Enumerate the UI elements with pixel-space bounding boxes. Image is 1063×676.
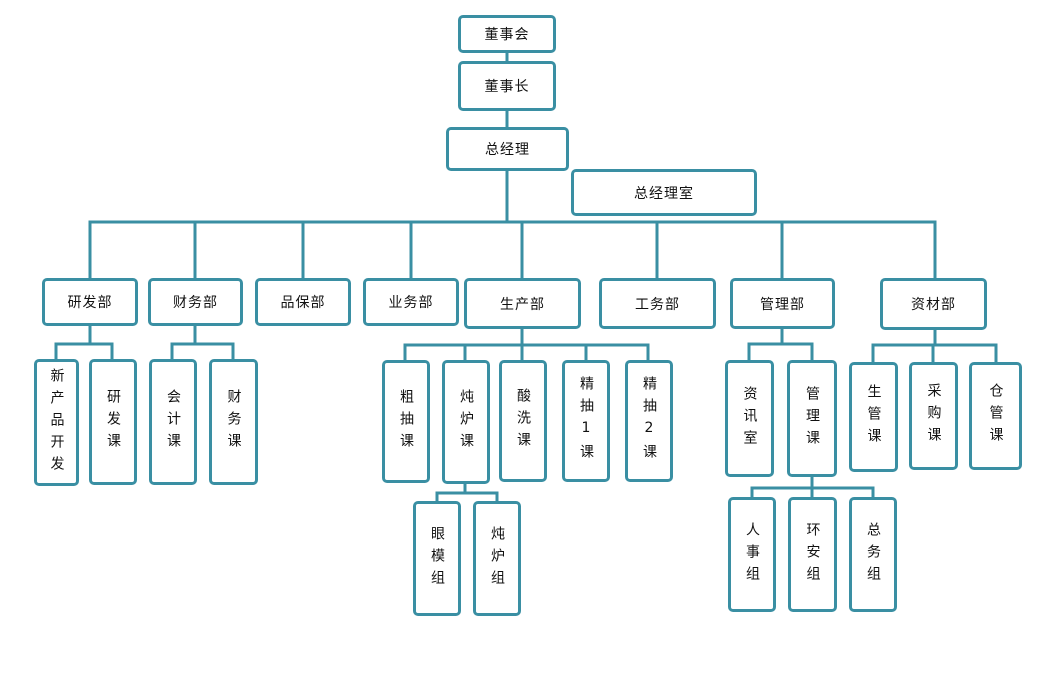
dept-sales-label: 业务部 xyxy=(388,295,434,311)
section-furnace-label: 炖炉课 xyxy=(458,389,474,455)
section-pickling-box: 酸洗课 xyxy=(499,360,547,482)
dept-rd-box: 研发部 xyxy=(42,278,138,326)
group-eye-mold-label: 眼模组 xyxy=(429,525,445,592)
section-finance-label: 财务课 xyxy=(225,389,242,455)
section-prod-control-box: 生管课 xyxy=(849,362,898,472)
dept-rd-label: 研发部 xyxy=(67,295,113,311)
group-furnace-box: 炖炉组 xyxy=(473,501,521,616)
section-accounting-box: 会计课 xyxy=(149,359,197,485)
dept-finance-box: 财务部 xyxy=(148,278,243,326)
group-general-affairs-box: 总务组 xyxy=(849,497,897,612)
group-eye-mold-box: 眼模组 xyxy=(413,501,461,616)
section-mgmt-box: 管理课 xyxy=(787,360,837,477)
gm-office-label: 总经理室 xyxy=(634,185,694,202)
dept-management-label: 管理部 xyxy=(760,296,805,313)
section-accounting-label: 会计课 xyxy=(165,389,181,455)
chairman-box: 董事长 xyxy=(458,61,556,111)
dept-production-box: 生产部 xyxy=(464,278,581,329)
dept-materials-box: 资材部 xyxy=(880,278,987,330)
section-mgmt-label: 管理课 xyxy=(804,385,820,452)
section-rough-draw-label: 粗抽课 xyxy=(398,388,414,455)
dept-sales-box: 业务部 xyxy=(363,278,459,326)
dept-qa-box: 品保部 xyxy=(255,278,351,326)
section-purchasing-label: 采购课 xyxy=(925,383,942,449)
dept-finance-label: 财务部 xyxy=(173,295,218,311)
section-rd-box: 研发课 xyxy=(89,359,137,485)
board-box: 董事会 xyxy=(458,15,556,53)
dept-materials-label: 资材部 xyxy=(911,297,956,313)
section-fine-draw-2-label: 精抽2课 xyxy=(641,376,657,466)
dept-qa-label: 品保部 xyxy=(280,295,326,311)
section-it-room-label: 资讯室 xyxy=(741,385,758,452)
section-warehouse-label: 仓管课 xyxy=(987,383,1004,449)
section-warehouse-box: 仓管课 xyxy=(969,362,1022,470)
section-new-product-box: 新产品开发 xyxy=(34,359,79,486)
dept-engineering-box: 工务部 xyxy=(599,278,716,329)
dept-production-label: 生产部 xyxy=(500,296,545,313)
board-label: 董事会 xyxy=(484,27,530,43)
section-purchasing-box: 采购课 xyxy=(909,362,958,470)
group-env-safety-label: 环安组 xyxy=(804,521,821,588)
section-pickling-label: 酸洗课 xyxy=(515,388,531,454)
group-furnace-label: 炖炉组 xyxy=(489,525,505,592)
section-fine-draw-2-box: 精抽2课 xyxy=(625,360,673,482)
section-furnace-box: 炖炉课 xyxy=(442,360,490,484)
section-finance-box: 财务课 xyxy=(209,359,258,485)
group-hr-box: 人事组 xyxy=(728,497,776,612)
gm-label: 总经理 xyxy=(485,142,530,158)
section-rough-draw-box: 粗抽课 xyxy=(382,360,430,483)
gm-box: 总经理 xyxy=(446,127,569,171)
group-general-affairs-label: 总务组 xyxy=(865,521,881,588)
section-new-product-label: 新产品开发 xyxy=(48,367,65,478)
section-prod-control-label: 生管课 xyxy=(865,384,882,450)
dept-engineering-label: 工务部 xyxy=(635,296,680,313)
group-env-safety-box: 环安组 xyxy=(788,497,837,612)
section-fine-draw-1-box: 精抽1课 xyxy=(562,360,610,482)
chairman-label: 董事长 xyxy=(484,79,530,95)
section-it-room-box: 资讯室 xyxy=(725,360,774,477)
section-fine-draw-1-label: 精抽1课 xyxy=(578,376,594,466)
dept-management-box: 管理部 xyxy=(730,278,835,329)
group-hr-label: 人事组 xyxy=(744,521,760,588)
gm-office-box: 总经理室 xyxy=(571,169,757,216)
section-rd-label: 研发课 xyxy=(105,389,121,455)
